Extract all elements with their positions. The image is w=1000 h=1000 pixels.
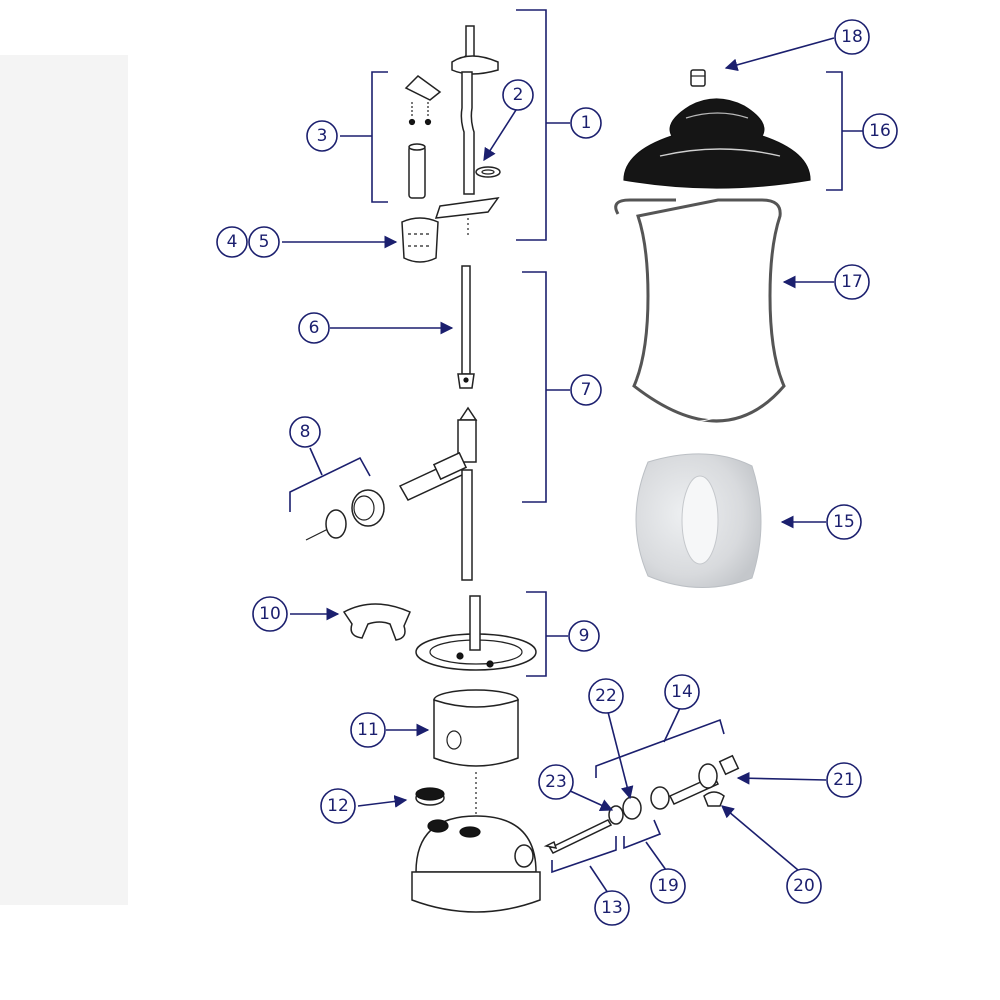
label-5: 5 [248, 226, 280, 258]
svg-text:15: 15 [833, 512, 855, 532]
label-11: 11 [350, 712, 386, 748]
part-9-collar-plate [415, 595, 537, 671]
label-12: 12 [320, 788, 356, 824]
svg-text:17: 17 [841, 272, 863, 292]
part-6-generator [457, 265, 475, 389]
label-19: 19 [650, 868, 686, 904]
svg-text:23: 23 [545, 772, 567, 792]
label-16: 16 [862, 113, 898, 149]
svg-text:20: 20 [793, 876, 815, 896]
part-8-valve-knob [305, 489, 385, 541]
svg-text:14: 14 [671, 682, 693, 702]
part-17-bail-handle [613, 198, 786, 423]
svg-text:9: 9 [579, 626, 590, 646]
svg-text:6: 6 [309, 318, 320, 338]
left-background-panel [0, 55, 128, 905]
svg-text:19: 19 [657, 876, 679, 896]
label-1: 1 [570, 107, 602, 139]
part-23-ring [608, 805, 624, 825]
part-20-check-valve [703, 791, 725, 807]
label-2: 2 [502, 79, 534, 111]
svg-text:22: 22 [595, 686, 617, 706]
svg-text:12: 12 [327, 796, 349, 816]
label-8: 8 [289, 416, 321, 448]
part-10-clip [342, 603, 411, 641]
label-9: 9 [568, 620, 600, 652]
svg-text:5: 5 [259, 232, 270, 252]
label-18: 18 [834, 19, 870, 55]
part-14-pump-plunger [650, 754, 740, 810]
label-17: 17 [834, 264, 870, 300]
label-21: 21 [826, 762, 862, 798]
label-7: 7 [570, 374, 602, 406]
part-15-globe [635, 453, 762, 589]
svg-text:3: 3 [317, 126, 328, 146]
label-10: 10 [252, 596, 288, 632]
part-2-clip [475, 166, 501, 178]
part-18-ventilator-nut [690, 69, 706, 87]
label-22: 22 [588, 678, 624, 714]
part-3-burner-parts [404, 75, 442, 199]
svg-text:1: 1 [581, 113, 592, 133]
label-20: 20 [786, 868, 822, 904]
part-16-ventilator [623, 98, 811, 189]
part-4-5-mantle [401, 217, 439, 263]
label-23: 23 [538, 764, 574, 800]
svg-text:4: 4 [227, 232, 238, 252]
svg-text:18: 18 [841, 27, 863, 47]
part-7-valve-assembly [398, 406, 478, 581]
svg-text:21: 21 [833, 770, 855, 790]
svg-text:8: 8 [300, 422, 311, 442]
leader-lines [282, 9, 864, 897]
svg-text:11: 11 [357, 720, 379, 740]
svg-text:2: 2 [513, 85, 524, 105]
label-13: 13 [594, 890, 630, 926]
fount-tank [411, 772, 541, 913]
label-3: 3 [306, 120, 338, 152]
svg-text:7: 7 [581, 380, 592, 400]
label-14: 14 [664, 674, 700, 710]
label-6: 6 [298, 312, 330, 344]
part-12-filler-cap [415, 787, 445, 806]
part-11-collar [433, 689, 519, 767]
svg-text:10: 10 [259, 604, 281, 624]
svg-text:13: 13 [601, 898, 623, 918]
part-22-washer [622, 796, 642, 820]
part-1-frame-assembly [434, 25, 500, 236]
label-15: 15 [826, 504, 862, 540]
svg-text:16: 16 [869, 121, 891, 141]
label-4: 4 [216, 226, 248, 258]
part-13-pump-rod [543, 819, 613, 854]
